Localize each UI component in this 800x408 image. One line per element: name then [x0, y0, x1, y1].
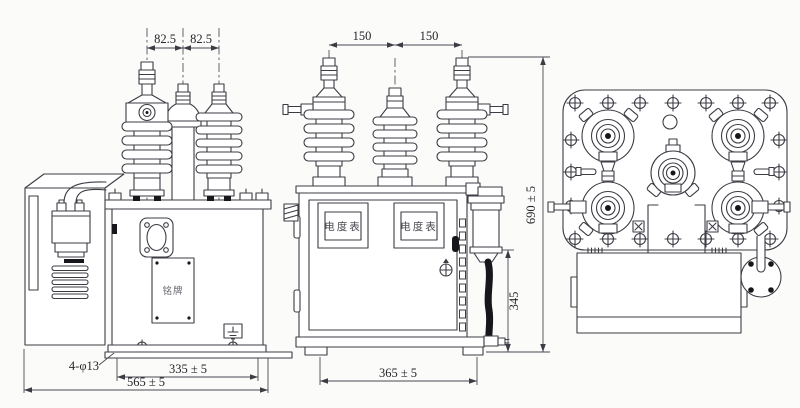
bushing-center — [646, 138, 700, 197]
front-insulator-left — [282, 57, 355, 187]
tank-side-latch — [112, 224, 117, 234]
dim-335: 335 ± 5 — [116, 358, 259, 381]
cable-gland — [483, 335, 510, 347]
drop-cable — [484, 258, 494, 346]
side-view: 82.5 82.5 — [23, 28, 293, 393]
plate-bolts — [108, 188, 269, 201]
oil-fill-hole — [662, 114, 678, 130]
tank-base-channel — [107, 344, 267, 353]
ground-terminal — [223, 323, 243, 340]
dim-text-82-5-a: 82.5 — [154, 32, 176, 46]
u-slot — [756, 236, 766, 273]
bushing-bottom-left — [547, 175, 635, 236]
notch-bolt-left — [632, 220, 645, 233]
dim-text-82-5-b: 82.5 — [190, 32, 212, 46]
nameplate-label: 铭牌 — [162, 285, 183, 297]
meter-window-2-label: 电度表 — [400, 220, 438, 233]
door-lock — [439, 258, 453, 277]
junction-box — [51, 199, 91, 258]
dim-text-150-b: 150 — [420, 29, 439, 43]
door-latch — [452, 236, 459, 252]
vent-shade — [64, 259, 84, 263]
dim-345: 345 — [502, 249, 521, 352]
bushing-top-left — [578, 108, 639, 177]
dim-spacing-150-a: 150 — [329, 29, 395, 48]
side-bell-insulator — [164, 83, 202, 201]
meter-cabinet: 电度表 电度表 — [283, 185, 485, 356]
front-view: 150 150 电度表 电度表 — [282, 29, 550, 385]
cabinet-base-channel — [295, 336, 485, 348]
lifting-pins — [575, 166, 775, 177]
bushing-bottom-right — [711, 175, 791, 236]
cable-entry-flange — [740, 236, 782, 298]
side-grille — [283, 203, 299, 222]
shed-stack — [372, 116, 418, 170]
fuse-unit — [465, 182, 510, 347]
dim-365: 365 ± 5 — [319, 357, 478, 385]
dim-text-365: 365 ± 5 — [379, 366, 417, 380]
tank-top-plate — [102, 199, 272, 210]
top-view — [547, 89, 791, 334]
bushing-top-right — [708, 108, 769, 177]
meter-window-2: 电度表 — [393, 202, 445, 249]
dim-text-4phi13: 4-φ13 — [69, 359, 99, 373]
mounting-base-plate — [104, 351, 293, 359]
shed-stack — [195, 112, 243, 179]
side-pillar-insulator — [121, 61, 173, 201]
side-shed-insulator — [195, 83, 243, 201]
nameplate: 铭牌 — [151, 257, 195, 324]
dim-text-690: 690 ± 5 — [524, 186, 538, 224]
foot-right — [462, 346, 484, 356]
side-cabinet — [24, 173, 125, 346]
top-tank-body — [570, 247, 748, 334]
bolt-cluster-left — [585, 247, 605, 255]
bolt-cluster-right — [709, 247, 729, 255]
dim-spacing-82-5-a: 82.5 — [147, 32, 183, 51]
cabinet-top-rim — [295, 185, 471, 194]
vent-strip — [459, 218, 466, 332]
dim-text-335: 335 ± 5 — [169, 362, 207, 376]
cable-conduit — [63, 181, 107, 204]
dim-text-150-a: 150 — [353, 29, 372, 43]
dim-565: 565 ± 5 — [23, 349, 269, 393]
meter-window-1: 电度表 — [317, 202, 369, 249]
terminal-right — [751, 200, 791, 214]
dim-text-565: 565 ± 5 — [127, 375, 165, 389]
front-insulator-middle — [372, 87, 418, 187]
vent-louvers — [51, 265, 89, 300]
dim-spacing-150-b: 150 — [395, 29, 462, 48]
dim-text-345: 345 — [507, 292, 521, 311]
front-insulator-right — [436, 57, 509, 187]
meter-window-1-label: 电度表 — [324, 220, 362, 233]
foot-left — [304, 346, 328, 356]
oval-flange — [139, 217, 174, 258]
side-tank: 铭牌 — [102, 188, 293, 359]
shed-stack — [436, 109, 488, 167]
junction-notch — [632, 204, 719, 254]
dim-spacing-82-5-b: 82.5 — [183, 32, 219, 51]
shed-stack — [303, 109, 355, 167]
dim-mount-holes: 4-φ13 — [69, 352, 115, 373]
terminal-left — [547, 200, 587, 214]
shed-stack — [121, 121, 173, 179]
dim-690: 690 ± 5 — [468, 56, 550, 353]
terminal-eye — [138, 103, 156, 122]
door-edge — [28, 195, 39, 291]
notch-bolt-right — [706, 220, 719, 233]
